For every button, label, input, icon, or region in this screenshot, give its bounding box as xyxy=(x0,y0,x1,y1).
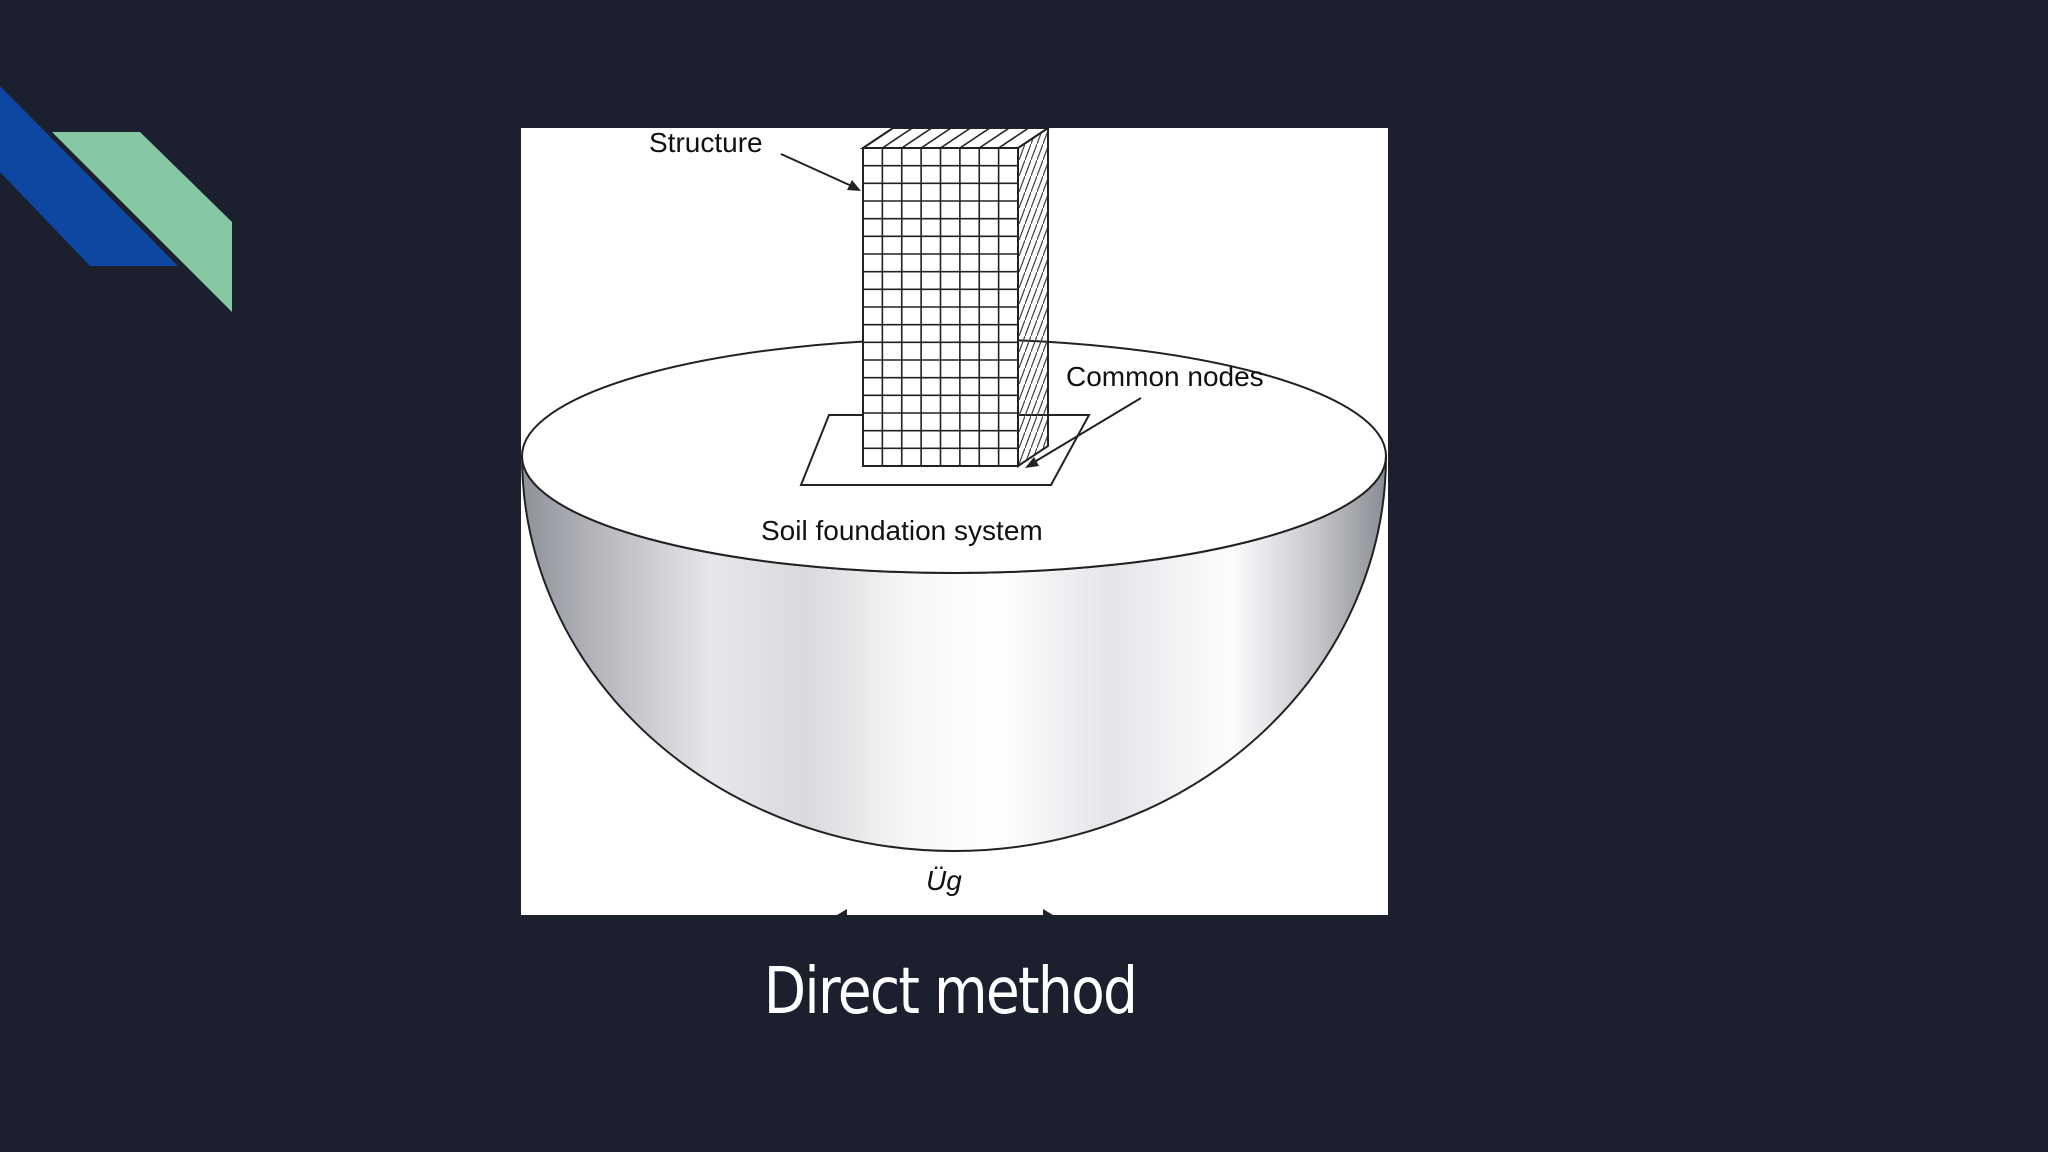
structure-arrowhead xyxy=(847,180,861,191)
figure-panel: Structure Common nodes Soil foundation s… xyxy=(521,128,1388,915)
common-nodes-label: Common nodes xyxy=(1066,361,1264,392)
soil-foundation-label: Soil foundation system xyxy=(761,515,1043,546)
ground-motion-arrow-left xyxy=(837,909,847,915)
label-arrows xyxy=(780,153,1142,915)
structure-side-face xyxy=(1017,128,1049,468)
grid-top-line xyxy=(978,128,1010,149)
grid-top-line xyxy=(920,128,952,149)
common-nodes-arrowhead xyxy=(1025,457,1039,468)
structure-arrow xyxy=(780,153,857,189)
structure-label: Structure xyxy=(649,128,763,158)
structure-grid xyxy=(859,128,1050,468)
blue-stripe xyxy=(0,86,178,266)
grid-top-line xyxy=(940,128,971,149)
grid-top-line xyxy=(998,128,1030,149)
soil-structure-diagram: Structure Common nodes Soil foundation s… xyxy=(521,128,1387,915)
grid-top-line xyxy=(901,128,933,149)
corner-decoration xyxy=(0,86,232,312)
grid-top-line xyxy=(959,128,991,149)
ground-motion-label: Üg xyxy=(926,865,962,896)
slide-title: Direct method xyxy=(763,955,1138,1029)
common-nodes-arrow xyxy=(1030,397,1142,465)
green-stripe xyxy=(52,132,232,312)
ground-motion-arrow-right xyxy=(1043,909,1053,915)
grid-top-line xyxy=(881,128,913,149)
